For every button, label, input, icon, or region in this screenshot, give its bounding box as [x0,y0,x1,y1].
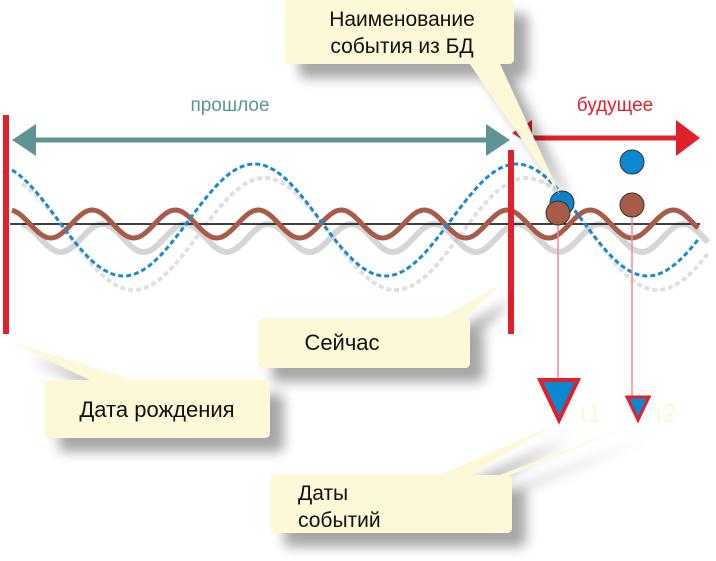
now-marker [508,150,514,334]
t1-label: t1 [580,398,602,428]
past-label: прошлое [190,95,269,116]
future-label: будущее [577,95,653,116]
birth-date-callout [12,342,270,438]
brown-wave-shadow [21,220,711,256]
event-name-line1: Наименование [329,8,475,31]
event-dates-callout [270,424,636,533]
event-dates-line1: Даты [298,482,348,505]
t2-label: t2 [655,398,677,428]
birth-marker [3,115,9,334]
event2-blue-point [619,149,645,175]
blue-dashed-wave [11,162,700,278]
t1-marker-icon [536,378,582,425]
event-name-callout [285,0,560,195]
event-name-line2: события из БД [330,35,473,58]
t2-marker-icon [624,395,652,424]
event-dates-line2: событий [298,509,381,532]
past-arrow [12,124,510,156]
now-callout [258,285,500,368]
event2-brown-point [619,192,645,218]
future-arrow [512,120,700,156]
now-label: Сейчас [304,330,379,355]
event1-brown-point [545,200,571,226]
blue-wave-shadow [20,176,710,292]
birth-date-label: Дата рождения [79,397,234,422]
brown-wave [11,207,700,241]
